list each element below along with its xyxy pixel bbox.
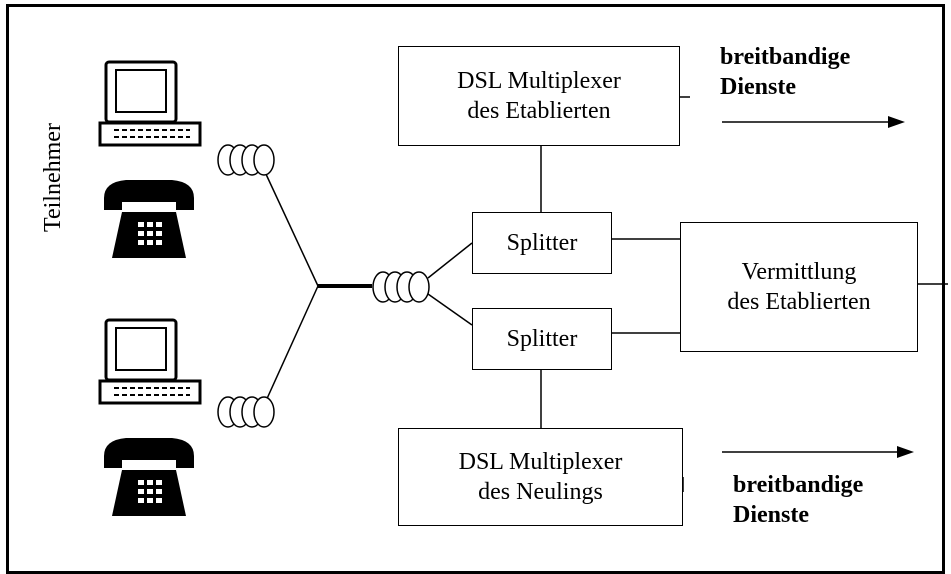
splitter-bottom: Splitter [472,308,612,370]
cable-coil-icon [217,396,275,428]
computer-icon [98,318,202,405]
subscriber-label: Teilnehmer [40,123,66,232]
services-bottom-line1: breitbandige [733,472,864,498]
splitter-top-label: Splitter [506,230,578,256]
cable-coil-icon [372,271,430,303]
dsl-multiplexer-newcomer: DSL Multiplexer des Neulings [398,428,683,526]
dsl-incumbent-line1: DSL Multiplexer [457,68,621,94]
services-bottom-label: breitbandige Dienste [733,470,863,530]
dsl-newcomer-line2: des Neulings [478,479,603,505]
computer-icon [98,60,202,147]
dsl-incumbent-line2: des Etablierten [467,98,611,124]
arrow-bottom-head-icon [897,446,914,458]
arrow-top-head-icon [888,116,905,128]
dsl-multiplexer-incumbent: DSL Multiplexer des Etablierten [398,46,680,146]
services-top-line2: Dienste [720,74,796,100]
exchange-incumbent: Vermittlung des Etablierten [680,222,918,352]
splitter-bottom-label: Splitter [506,326,578,352]
connection-lines [98,60,948,516]
line-bottom-subscriber [264,285,319,404]
cable-coil-icon [217,144,275,176]
services-bottom-line2: Dienste [733,502,809,528]
splitter-top: Splitter [472,212,612,274]
exchange-line1: Vermittlung [741,259,857,285]
dsl-newcomer-line1: DSL Multiplexer [458,449,623,475]
diagram: Teilnehmer DSL Multiplexer des Etabliert… [6,4,948,574]
services-top-label: breitbandige Dienste [720,42,850,102]
line-top-subscriber [264,171,319,287]
exchange-line2: des Etablierten [727,289,871,315]
telephone-icon [104,180,194,258]
line-to-splitter-bottom [427,293,473,326]
line-to-splitter-top [427,242,473,279]
services-top-line1: breitbandige [720,44,851,70]
telephone-icon [104,438,194,516]
